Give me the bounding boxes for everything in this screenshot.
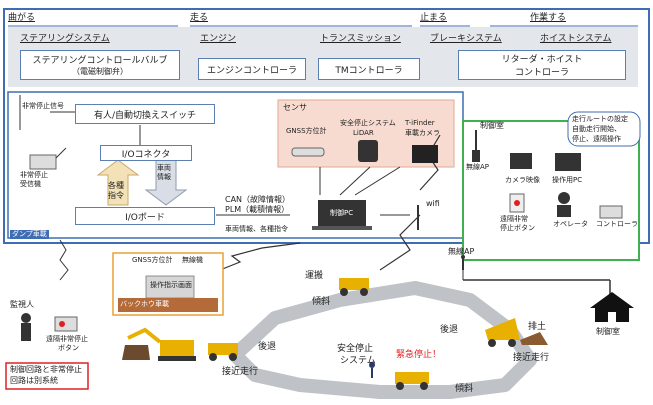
control-room-ap: 無線AP — [466, 163, 490, 171]
sensor-title: センサ — [283, 103, 307, 112]
watcher-label: 監視人 — [10, 300, 34, 309]
section-run: 走る — [190, 13, 209, 23]
lidar-label: 安全停止システム — [340, 119, 396, 127]
dump-vehicle-tag: ダンプ車載 — [10, 230, 49, 239]
backhoe-radio: 無線機 — [182, 256, 203, 264]
engine-title: エンジン — [200, 34, 237, 44]
estop-receiver-label: 非常停止 — [20, 171, 48, 179]
reverse-label-1: 後退 — [258, 342, 277, 352]
section-turn: 曲がる — [8, 13, 36, 23]
site-control-room: 制御室 — [596, 327, 620, 336]
safety-stop-label: 安全停止 — [337, 344, 374, 354]
operator-pc-label: 操作用PC — [552, 176, 583, 184]
backhoe-gnss: GNSS方位計 — [132, 256, 173, 264]
watcher-note-line-2: 回路は別系統 — [10, 376, 58, 385]
control-room-title: 制御室 — [480, 121, 504, 130]
tifinder-label-2: 車載カメラ — [405, 129, 440, 137]
tm-controller-box: TMコントローラ — [318, 58, 420, 80]
callout-line-1: 走行ルートの設定 — [572, 115, 628, 123]
section-stop: 止まる — [420, 13, 448, 23]
commands-label-2: 指令 — [108, 191, 124, 200]
io-board: I/Oボード — [75, 207, 215, 225]
can-label: CAN（故障情報） — [225, 195, 291, 204]
hoist-title: ホイストシステム — [540, 34, 612, 44]
engine-controller-box: エンジンコントローラ — [198, 58, 306, 80]
vehicle-info-cmds: 車両情報、各種指令 — [225, 225, 288, 233]
site-ap-label: 無線AP — [448, 247, 475, 256]
watcher-estop-label: 遠隔非常停止 — [46, 335, 88, 343]
vehicle-info-label: 車両 — [157, 164, 171, 172]
wifi-label: wifi — [426, 199, 440, 208]
operator-label: オペレータ — [553, 220, 588, 228]
steering-valve-label: ステアリングコントロールバルブ — [32, 56, 168, 66]
haul-label: 運搬 — [305, 271, 324, 281]
slope-label-1: 傾斜 — [312, 297, 331, 307]
estop-signal-label: 非常停止信号 — [22, 102, 64, 110]
slope-label-2: 傾斜 — [455, 384, 474, 394]
section-work: 作業する — [530, 13, 567, 23]
backhoe-screen: 操作指示画面 — [150, 281, 192, 289]
estop-receiver-label-2: 受信機 — [20, 180, 41, 188]
plm-label: PLM（載積情報） — [225, 205, 290, 214]
backhoe-tag: バックホウ車載 — [120, 300, 169, 308]
haul-road — [228, 281, 537, 399]
emergency-stop-label: 緊急停止！ — [396, 350, 442, 360]
remote-estop-label: 遠隔非常 — [500, 215, 528, 223]
tifinder-label: T-iFinder — [405, 119, 435, 127]
reverse-label-2: 後退 — [440, 325, 459, 335]
callout-line-2: 自動走行開始、 — [572, 125, 621, 133]
gnss-label: GNSS方位計 — [286, 127, 327, 135]
steering-valve-box: ステアリングコントロールバルブ （電磁制御弁） — [20, 50, 180, 80]
approach-label-2: 接近走行 — [513, 353, 550, 363]
transmission-title: トランスミッション — [320, 34, 401, 44]
controller-label: コントローラ — [596, 220, 638, 228]
lidar-label-2: LiDAR — [353, 129, 374, 137]
steering-valve-sub: （電磁制御弁） — [72, 67, 128, 76]
io-connector: I/Oコネクタ — [100, 145, 192, 161]
approach-label-1: 接近走行 — [222, 367, 259, 377]
steering-system-title: ステアリングシステム — [20, 34, 110, 44]
dump-label: 排土 — [528, 322, 547, 332]
retarder-label-2: コントローラ — [514, 68, 569, 78]
safety-stop-label-2: システム — [340, 356, 376, 366]
remote-estop-label-2: 停止ボタン — [500, 224, 535, 232]
control-pc-label: 制御PC — [330, 209, 354, 217]
callout-line-3: 停止、遠隔操作 — [572, 135, 621, 143]
manual-auto-switch: 有人/自動切換えスイッチ — [75, 104, 215, 124]
watcher-estop-label-2: ボタン — [58, 344, 79, 352]
retarder-label: リターダ・ホイスト — [501, 55, 583, 65]
commands-label: 各種 — [108, 181, 124, 190]
retarder-controller-box: リターダ・ホイスト コントローラ — [458, 50, 626, 80]
vehicle-info-label-2: 情報 — [157, 173, 171, 181]
brake-title: ブレーキシステム — [430, 34, 502, 44]
watcher-note-line-1: 制御回路と非常停止 — [10, 365, 82, 374]
camera-label: カメラ映像 — [505, 176, 540, 184]
